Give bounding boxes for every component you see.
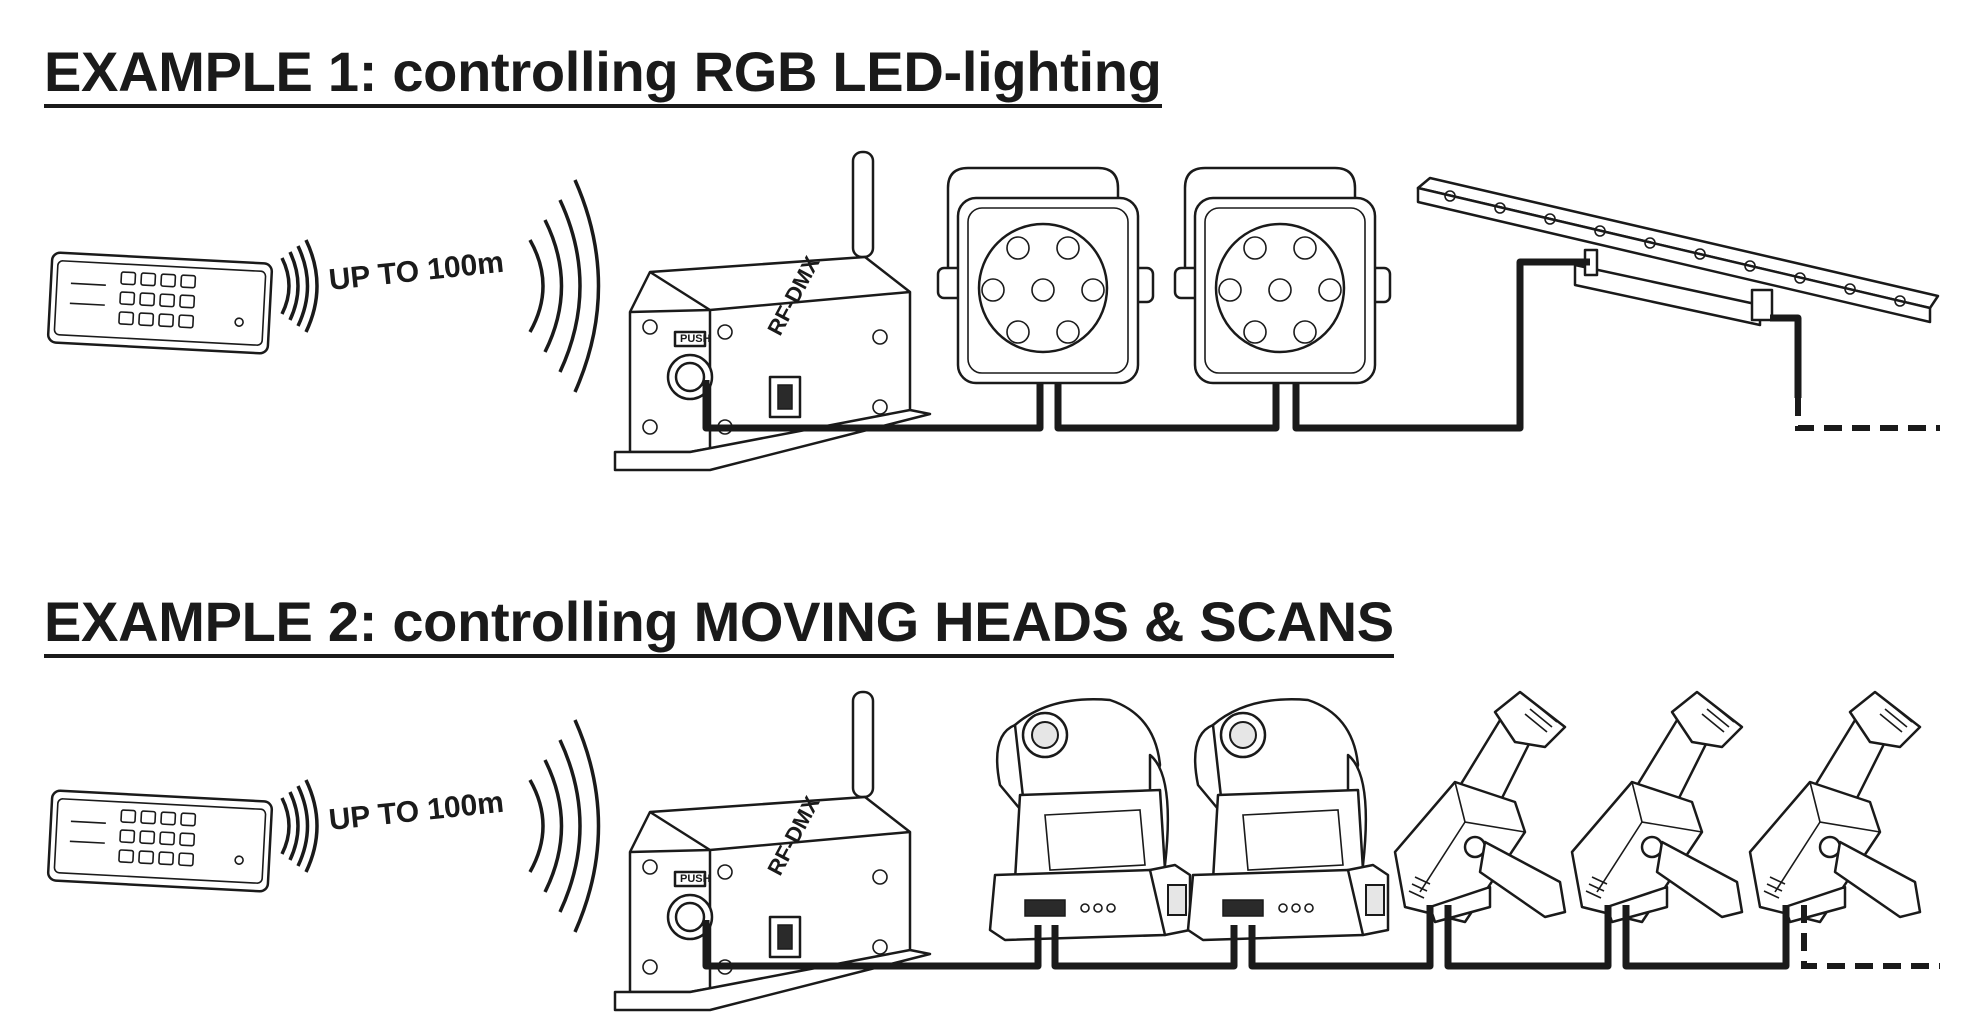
- led-bar-icon: [1416, 176, 1940, 327]
- remote-control-icon: [46, 789, 274, 893]
- rf-dmx-converter-icon: RF-DMX PUSH: [613, 150, 932, 472]
- radio-waves-icon: [528, 719, 601, 933]
- remote-control-icon: [46, 251, 274, 355]
- rf-dmx-converter-icon: RF-DMX PUSH: [613, 690, 932, 1012]
- scanner-icon: [1748, 690, 1922, 924]
- example-1-title: EXAMPLE 1: controlling RGB LED-lighting: [44, 42, 1162, 108]
- radio-waves-icon: [280, 779, 319, 873]
- range-label: UP TO 100m: [327, 786, 505, 837]
- moving-head-icon: [988, 698, 1192, 942]
- push-label: PUSH: [680, 333, 711, 345]
- range-label: UP TO 100m: [327, 246, 505, 297]
- par-light-icon: [1173, 166, 1392, 385]
- push-label: PUSH: [680, 873, 711, 885]
- scanner-icon: [1393, 690, 1567, 924]
- dmx-cable-line: [702, 905, 1940, 970]
- example-2-diagram: UP TO 100m RF-DMX PUSH: [46, 690, 1940, 1012]
- dmx-cable-line: [702, 258, 1940, 432]
- radio-waves-icon: [528, 179, 601, 393]
- par-light-icon: [936, 166, 1155, 385]
- example-1-diagram: UP TO 100m RF-DMX PUSH: [46, 150, 1940, 472]
- scanner-icon: [1570, 690, 1744, 924]
- radio-waves-icon: [280, 239, 319, 333]
- moving-head-icon: [1186, 698, 1390, 942]
- example-2-title: EXAMPLE 2: controlling MOVING HEADS & SC…: [44, 592, 1394, 658]
